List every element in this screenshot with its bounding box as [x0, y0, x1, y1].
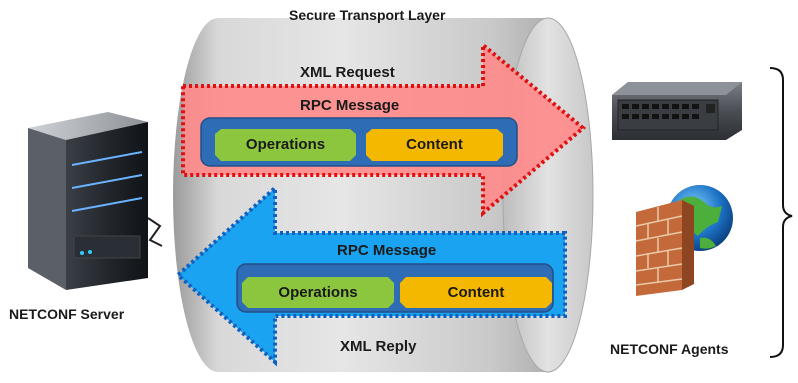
- agents-bracket: [769, 67, 793, 358]
- xml-request-label: XML Request: [300, 64, 395, 81]
- request-rpc-box: [200, 117, 518, 167]
- reply-content-tag: [400, 277, 552, 308]
- request-operations-tag: [215, 129, 356, 161]
- reply-operations-tag: [242, 277, 394, 308]
- server-label: NETCONF Server: [9, 306, 125, 322]
- firewall-icon: [635, 185, 733, 296]
- server-icon: [28, 112, 163, 290]
- request-operations-label: Operations: [245, 136, 326, 153]
- agents-label: NETCONF Agents: [610, 341, 729, 357]
- reply-operations-label: Operations: [278, 284, 358, 301]
- reply-content-label: Content: [447, 284, 505, 301]
- cylinder-end-cap: [502, 17, 594, 373]
- request-rpc-label: RPC Message: [300, 97, 400, 114]
- switch-icon: [612, 82, 742, 140]
- reply-rpc-box: [236, 263, 554, 313]
- xml-reply-label: XML Reply: [340, 338, 417, 355]
- reply-rpc-label: RPC Message: [337, 242, 437, 259]
- request-content-tag: [366, 129, 503, 161]
- transport-label: Secure Transport Layer: [289, 7, 446, 23]
- request-content-label: Content: [406, 136, 463, 153]
